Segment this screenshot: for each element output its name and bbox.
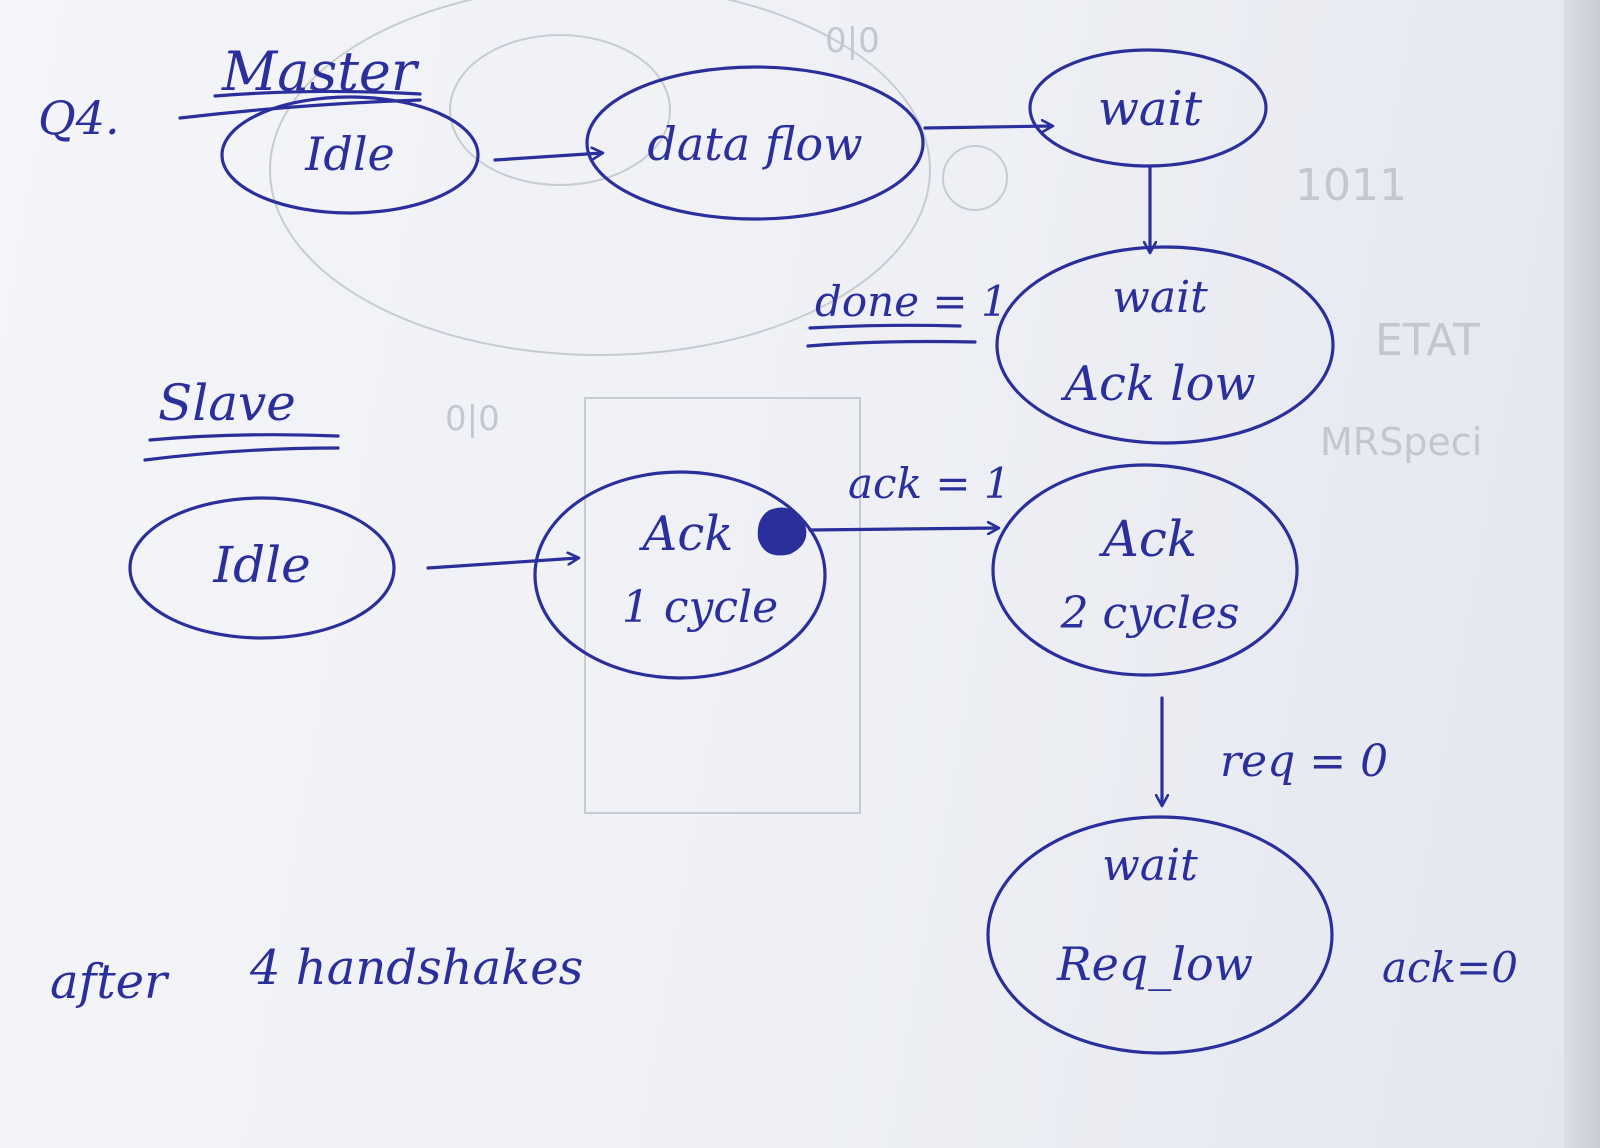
slave-state-idle: Idle: [128, 496, 396, 640]
slave-state-wait-req-low-line2: Req_low: [1056, 937, 1253, 991]
arrow-dataflow-to-wait: [923, 126, 1052, 128]
slave-state-wait-req-low-line1: wait: [1102, 840, 1198, 891]
master-state-wait-ack-low: wait Ack low: [995, 245, 1335, 445]
output-ack-label: ack=0: [1382, 943, 1518, 992]
svg-text:0|0: 0|0: [445, 399, 500, 439]
master-state-wait-label: wait: [1098, 81, 1203, 137]
master-state-wait-ack-low-line1: wait: [1112, 272, 1208, 323]
master-state-idle-label: Idle: [304, 127, 395, 181]
master-heading-underline: [213, 89, 422, 98]
slave-state-ack-1-line1: Ack: [639, 506, 734, 562]
ink-scribble-mark: [757, 507, 807, 556]
slave-state-wait-req-low: wait Req_low: [986, 815, 1334, 1055]
svg-text:1011: 1011: [1295, 160, 1407, 211]
slave-state-ack-2-cycles: Ack 2 cycles: [991, 463, 1299, 677]
arrow-slave-idle-to-ack1: [426, 558, 578, 570]
slave-heading-underline: [148, 433, 340, 442]
slave-heading-underline-2: [143, 446, 340, 462]
svg-text:0|0: 0|0: [825, 21, 880, 61]
transition-done-underline: [808, 323, 962, 330]
slave-heading: Slave: [158, 374, 296, 432]
page-edge: [1564, 0, 1600, 1148]
transition-done-underline-2: [806, 339, 977, 348]
transition-req-label: req = 0: [1220, 736, 1388, 787]
arrow-ack1-to-ack2: [808, 528, 998, 530]
svg-text:MRSpeci: MRSpeci: [1320, 420, 1482, 464]
footer-note-word1: after: [50, 954, 170, 1010]
transition-ack-label: ack = 1: [848, 459, 1011, 508]
slave-state-idle-label: Idle: [212, 536, 310, 594]
slave-state-ack-2-line1: Ack: [1099, 510, 1197, 568]
master-state-idle: Idle: [220, 95, 480, 215]
footer-note-rest: 4 handshakes: [249, 940, 583, 996]
slave-state-ack-1-cycle: Ack 1 cycle: [533, 470, 827, 680]
slave-state-ack-2-line2: 2 cycles: [1060, 588, 1240, 639]
master-state-wait-ack-low-line2: Ack low: [1060, 356, 1255, 412]
svg-text:ETAT: ETAT: [1375, 315, 1480, 366]
question-label: Q4.: [38, 91, 120, 145]
arrow-idle-to-dataflow: [493, 153, 602, 162]
master-state-data-flow-label: data flow: [647, 117, 862, 171]
slave-state-ack-1-line2: 1 cycle: [622, 582, 778, 633]
master-state-data-flow: data flow: [585, 65, 925, 221]
master-state-wait: wait: [1028, 48, 1268, 168]
transition-done-label: done = 1: [815, 277, 1008, 326]
bleed-through-marks: 1011 ETAT MRSpeci 0|0 0|0: [269, 0, 1482, 814]
